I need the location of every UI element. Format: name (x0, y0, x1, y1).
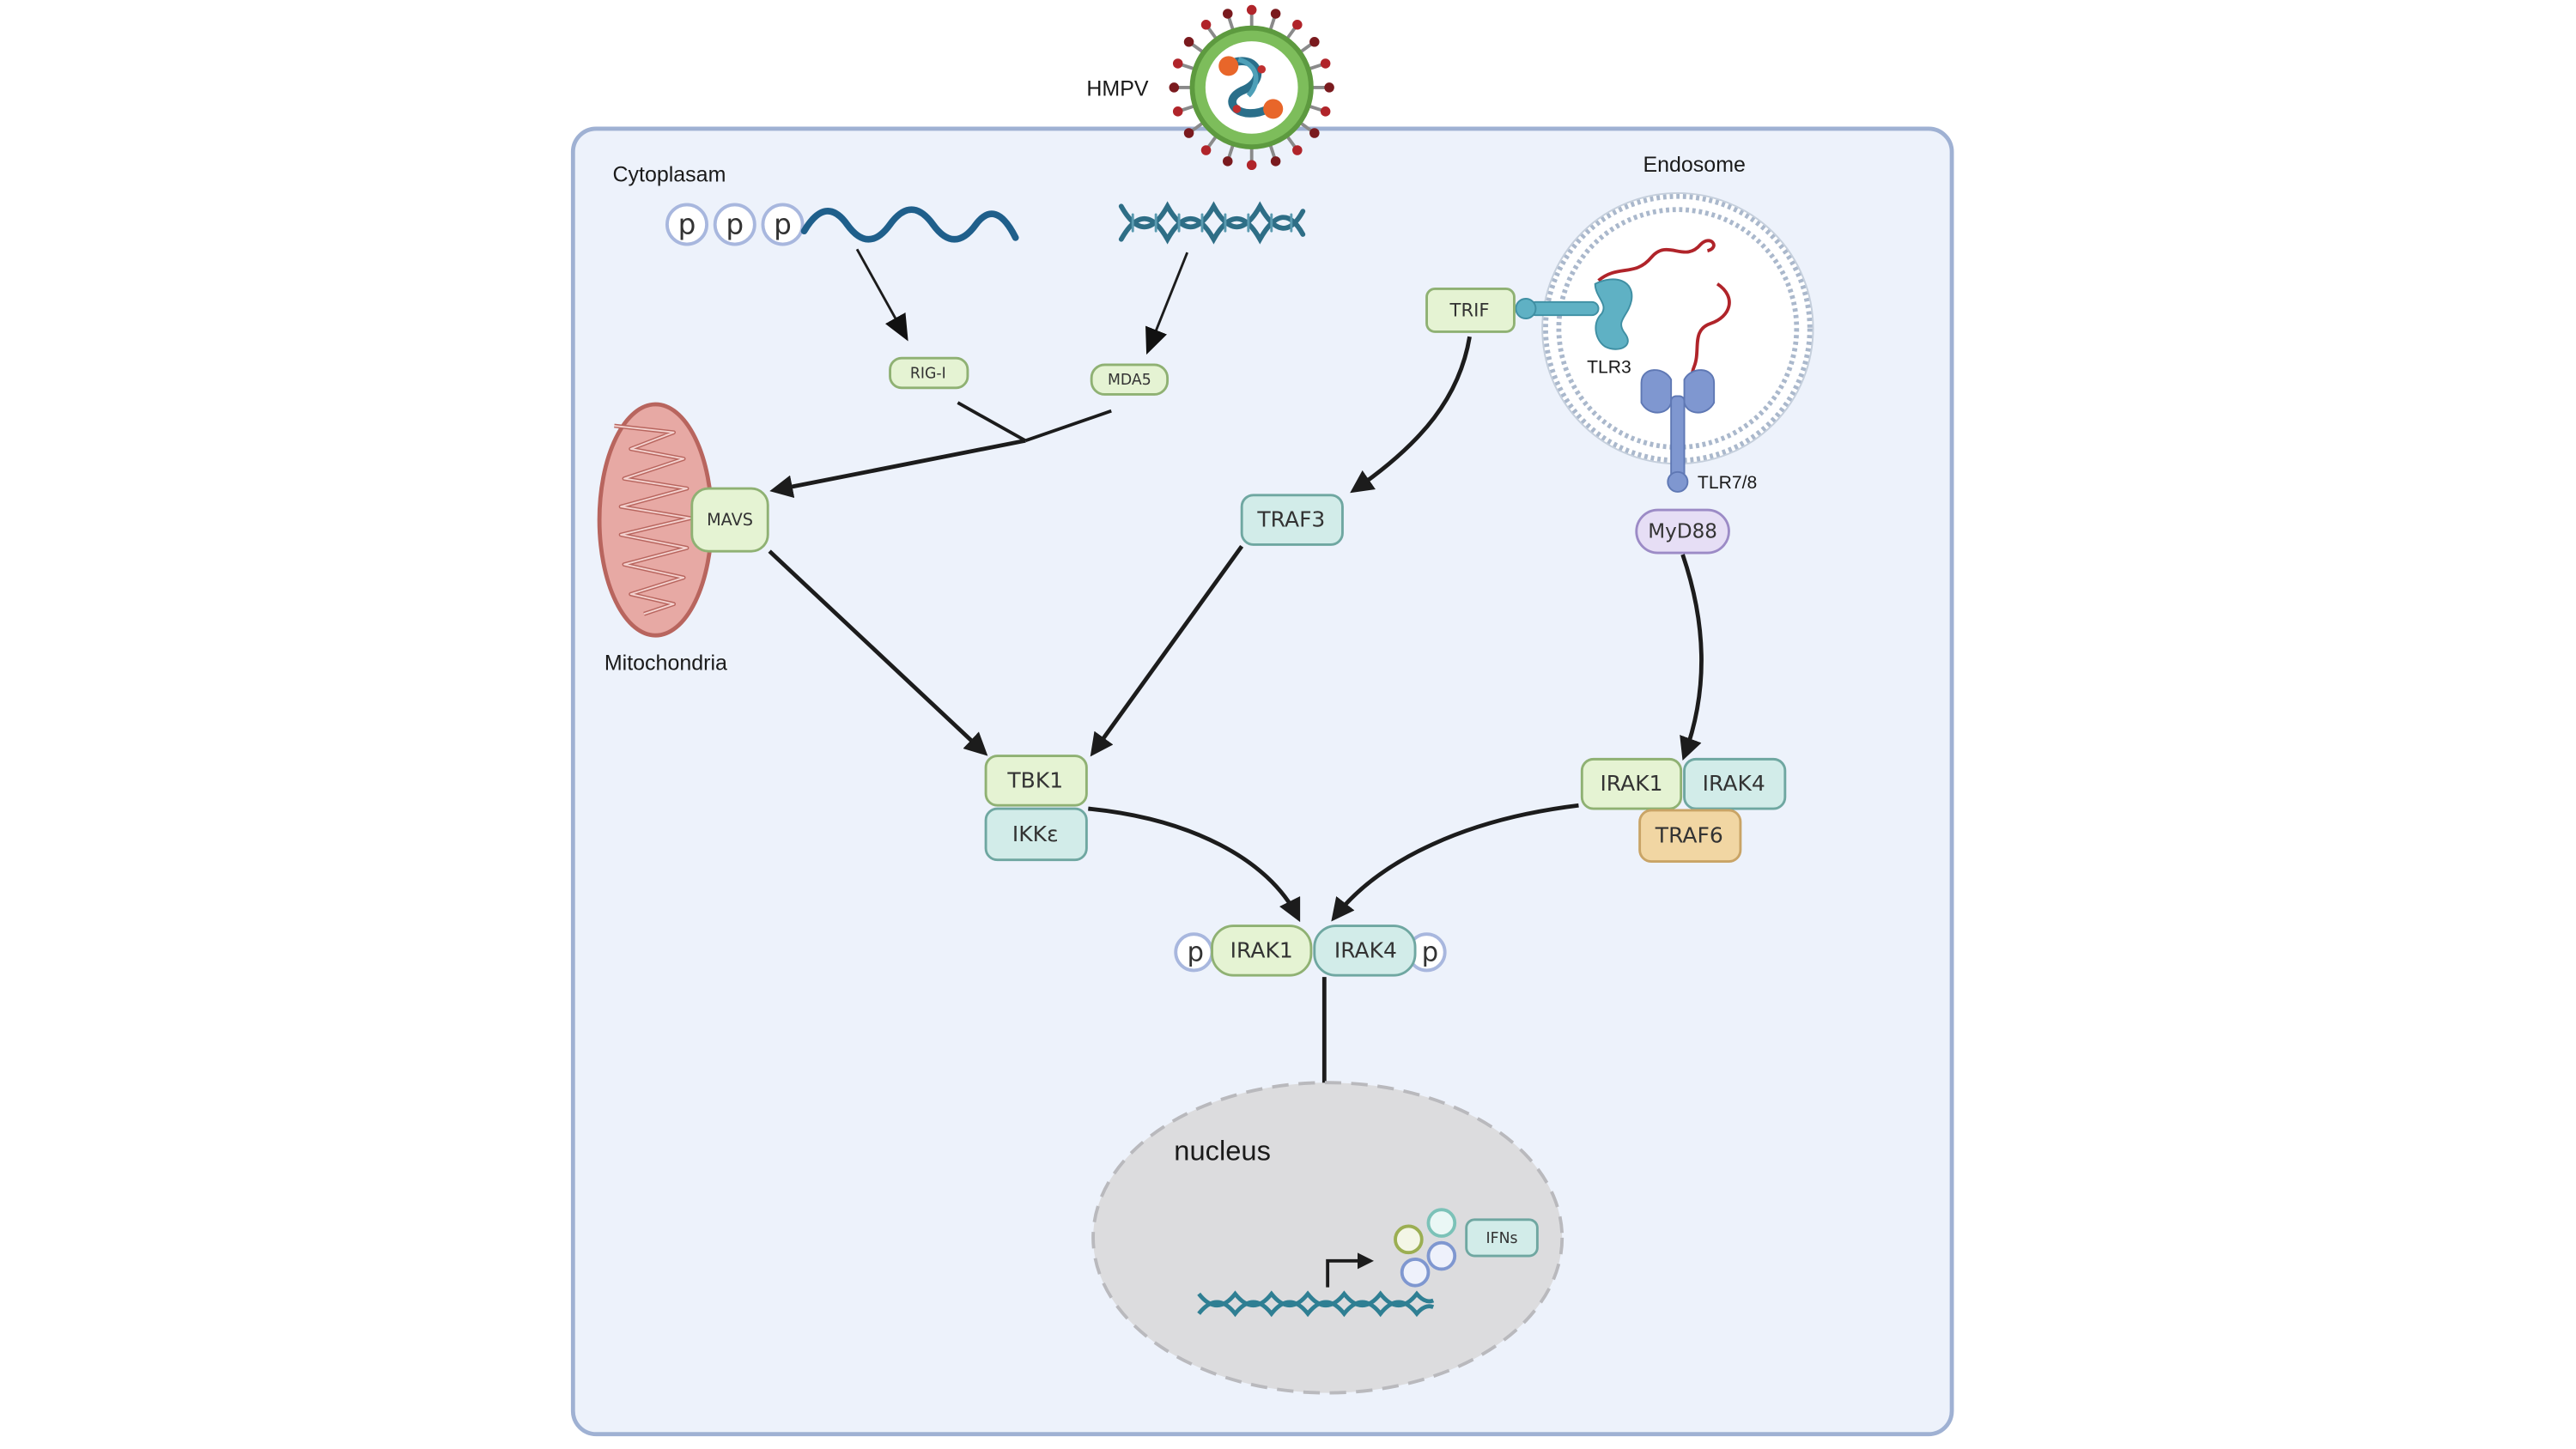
rna-phosphate-1: p (678, 208, 696, 240)
rig-i-pill (889, 356, 969, 390)
irak4-bottom-pill (1313, 925, 1417, 977)
trif-pill (1425, 288, 1516, 333)
virus-label: HMPV (1086, 77, 1149, 101)
myd88-label: MyD88 (1648, 521, 1717, 543)
irak4-bottom-label: IRAK4 (1334, 937, 1397, 962)
irak4-phosphate: p (1422, 937, 1439, 968)
tlr78-label: TLR7/8 (1698, 473, 1757, 493)
ikke-pill (984, 807, 1088, 862)
virus-spike-head (1246, 160, 1257, 171)
virus-spike-head (1200, 20, 1212, 30)
virus-spike-head (1172, 106, 1183, 117)
tlr3-receptor-icon (1515, 278, 1633, 350)
virus-spike-head (1169, 82, 1180, 93)
ifns-label: IFNs (1486, 1230, 1518, 1247)
triphosphate-rna-icon: p p p (665, 203, 1019, 246)
virus-spike (1227, 142, 1236, 161)
mda5-connector (1024, 409, 1112, 443)
virus-spike-head (1320, 106, 1331, 117)
arrow-myd88-to-irak (1680, 554, 1704, 761)
arrow-irak-top-to-irak-complex (1331, 803, 1579, 922)
traf6-pill (1638, 809, 1742, 864)
virus-spike-head (1270, 156, 1281, 167)
virus-spike (1179, 63, 1197, 71)
virus-spike-head (1292, 145, 1303, 155)
tbk1-label: TBK1 (1006, 767, 1063, 792)
nuclear-dna-icon (1197, 1290, 1435, 1318)
arrow-traf3-to-tbk1 (1090, 544, 1244, 757)
irak4-top-label: IRAK4 (1703, 771, 1765, 796)
traf3-pill (1240, 494, 1344, 546)
mitochondria-label: Mitochondria (605, 652, 727, 676)
virus-spike-head (1200, 145, 1212, 155)
virus-spike (1227, 15, 1236, 33)
virus-spike-head (1222, 156, 1233, 167)
arrow-to-mavs (769, 438, 1026, 499)
arrow-tbk1-to-irak-complex (1088, 806, 1301, 923)
endosome-label: Endosome (1643, 153, 1745, 177)
myd88-pill (1635, 508, 1730, 555)
nucleus-body (1091, 1081, 1564, 1395)
interferon-molecules-icon (1394, 1208, 1457, 1288)
irak4-top-pill (1683, 757, 1787, 810)
irak1-top-label: IRAK1 (1600, 771, 1662, 796)
arrow-trif-to-traf3 (1350, 336, 1472, 494)
mavs-pill (690, 487, 769, 553)
transcription-start-arrow (1326, 1252, 1374, 1288)
tlr3-label: TLR3 (1587, 357, 1631, 377)
mda5-label: MDA5 (1108, 372, 1151, 389)
virus-spike-head (1183, 37, 1194, 47)
arrow-mavs-to-tbk1 (768, 549, 988, 756)
irak1-bottom-label: IRAK1 (1230, 937, 1293, 962)
virus-spike-head (1172, 58, 1183, 69)
tlr7-8-receptor-icon (1640, 369, 1716, 493)
irak1-bottom-pill (1211, 925, 1313, 977)
traf3-label: TRAF3 (1256, 507, 1325, 532)
virus-spike-head (1309, 37, 1320, 47)
cytoplasm-label: Cytoplasam (612, 162, 726, 186)
virus-spike (1179, 104, 1197, 112)
tbk1-pill (984, 755, 1088, 807)
hmpv-virus-icon (1169, 4, 1334, 171)
virus-spike-head (1309, 128, 1320, 138)
arrow-rna-to-rig-i (855, 248, 908, 342)
virus-spike-head (1292, 20, 1303, 30)
virus-spike-head (1222, 9, 1233, 19)
endosome-icon (1515, 191, 1814, 493)
mitochondria-icon (597, 402, 714, 638)
ifns-pill (1465, 1218, 1539, 1258)
virus-spike-head (1183, 128, 1194, 138)
nucleus-label: nucleus (1174, 1135, 1271, 1167)
virus-spike-head (1246, 4, 1257, 15)
rig-i-connector (957, 401, 1027, 442)
virus-spike-head (1324, 82, 1334, 93)
virus-spike-head (1270, 9, 1281, 19)
traf6-label: TRAF6 (1655, 823, 1723, 848)
virus-spike-head (1320, 58, 1331, 69)
double-stranded-rna-icon (1118, 201, 1306, 245)
rna-phosphate-3: p (774, 208, 792, 240)
mavs-label: MAVS (707, 510, 753, 530)
mda5-pill (1090, 363, 1170, 396)
arrow-dsrna-to-mda5 (1145, 252, 1189, 355)
rna-phosphate-2: p (726, 208, 744, 240)
irak1-phosphate: p (1188, 937, 1205, 968)
ikke-label: IKKε (1012, 822, 1059, 846)
irak1-top-pill (1580, 757, 1683, 810)
rig-i-label: RIG-I (910, 365, 946, 382)
trif-label: TRIF (1449, 299, 1490, 320)
